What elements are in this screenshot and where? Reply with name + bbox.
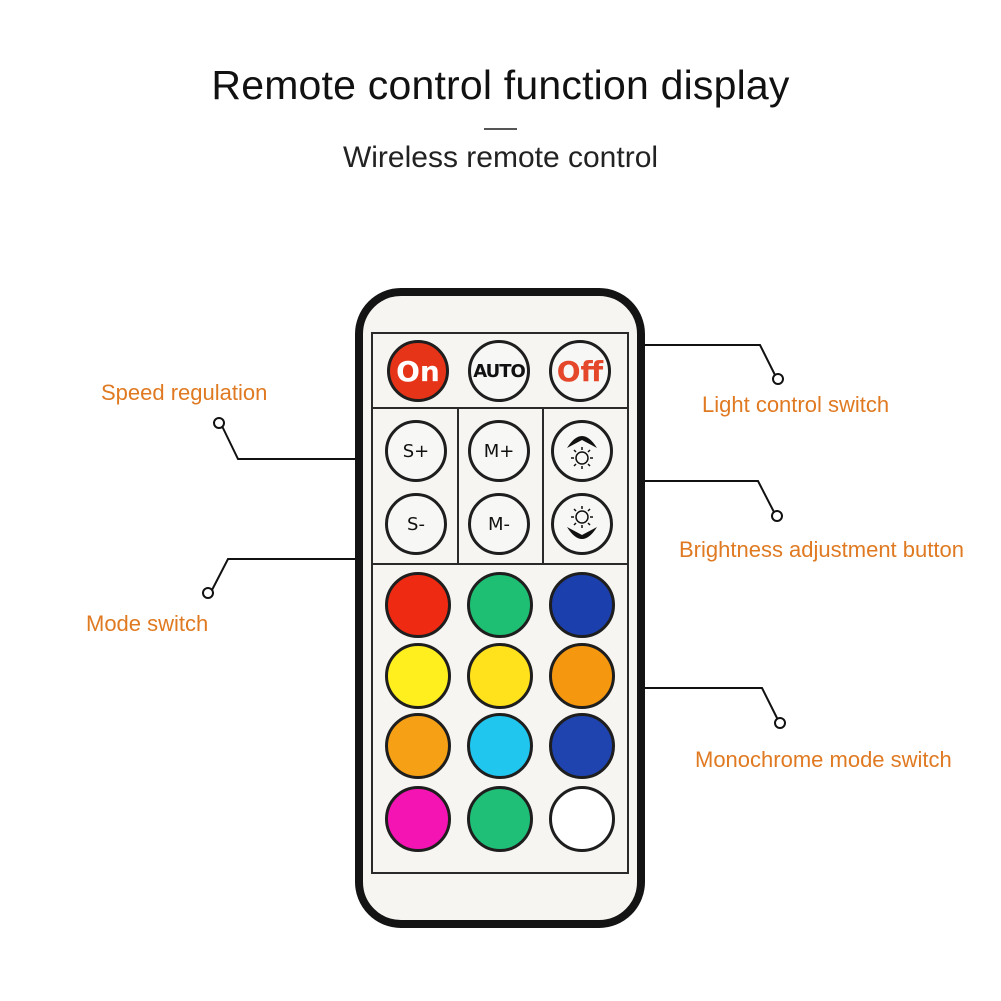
speed-down-label: S- xyxy=(407,513,425,535)
color-button[interactable] xyxy=(467,572,533,638)
color-button[interactable] xyxy=(549,713,615,779)
color-button[interactable] xyxy=(549,572,615,638)
color-panel xyxy=(371,563,629,874)
speed-up-button[interactable]: S+ xyxy=(385,420,447,482)
color-button[interactable] xyxy=(467,643,533,709)
page-subtitle: Wireless remote control xyxy=(342,141,659,174)
color-button[interactable] xyxy=(467,786,533,852)
callout-speed-regulation: Speed regulation xyxy=(101,380,268,405)
mode-down-button[interactable]: M- xyxy=(468,493,530,555)
leader-line-mode xyxy=(211,558,372,591)
remote-control: On AUTO Off S+ S- M+ M- xyxy=(355,288,645,928)
mode-up-button[interactable]: M+ xyxy=(468,420,530,482)
color-button[interactable] xyxy=(467,713,533,779)
leader-dot-brightness xyxy=(771,510,783,522)
leader-line-brightness xyxy=(626,480,776,515)
leader-line-speed xyxy=(221,425,372,460)
adjust-panel: S+ S- M+ M- xyxy=(371,407,629,565)
off-button[interactable]: Off xyxy=(549,340,611,402)
title-divider xyxy=(484,128,517,130)
color-button[interactable] xyxy=(385,572,451,638)
callout-mode-switch: Mode switch xyxy=(86,611,209,636)
brightness-up-button[interactable] xyxy=(551,420,613,482)
mode-down-label: M- xyxy=(487,513,511,535)
leader-line-monochrome xyxy=(626,687,779,721)
speed-up-label: S+ xyxy=(402,440,430,462)
color-button[interactable] xyxy=(549,643,615,709)
leader-dot-monochrome xyxy=(774,717,786,729)
color-button[interactable] xyxy=(385,713,451,779)
brightness-up-icon xyxy=(567,436,597,469)
auto-button[interactable]: AUTO xyxy=(468,340,530,402)
auto-label: AUTO xyxy=(473,360,526,382)
power-panel: On AUTO Off xyxy=(371,332,629,409)
off-label: Off xyxy=(556,354,604,388)
column-divider-2 xyxy=(542,409,544,563)
on-button[interactable]: On xyxy=(387,340,449,402)
callout-brightness-adjustment: Brightness adjustment button xyxy=(679,537,964,562)
leader-dot-speed xyxy=(213,417,225,429)
color-button[interactable] xyxy=(385,786,451,852)
leader-line-light-control xyxy=(626,344,777,378)
column-divider-1 xyxy=(457,409,459,563)
callout-light-control-switch: Light control switch xyxy=(702,392,890,417)
on-label: On xyxy=(396,354,440,388)
color-button[interactable] xyxy=(549,786,615,852)
speed-down-button[interactable]: S- xyxy=(385,493,447,555)
leader-dot-mode xyxy=(202,587,214,599)
leader-dot-light-control xyxy=(772,373,784,385)
mode-up-label: M+ xyxy=(483,440,515,462)
brightness-down-icon xyxy=(567,506,597,539)
page-title: Remote control function display xyxy=(211,62,790,108)
callout-monochrome-mode-switch: Monochrome mode switch xyxy=(695,747,952,772)
brightness-down-button[interactable] xyxy=(551,493,613,555)
color-button[interactable] xyxy=(385,643,451,709)
